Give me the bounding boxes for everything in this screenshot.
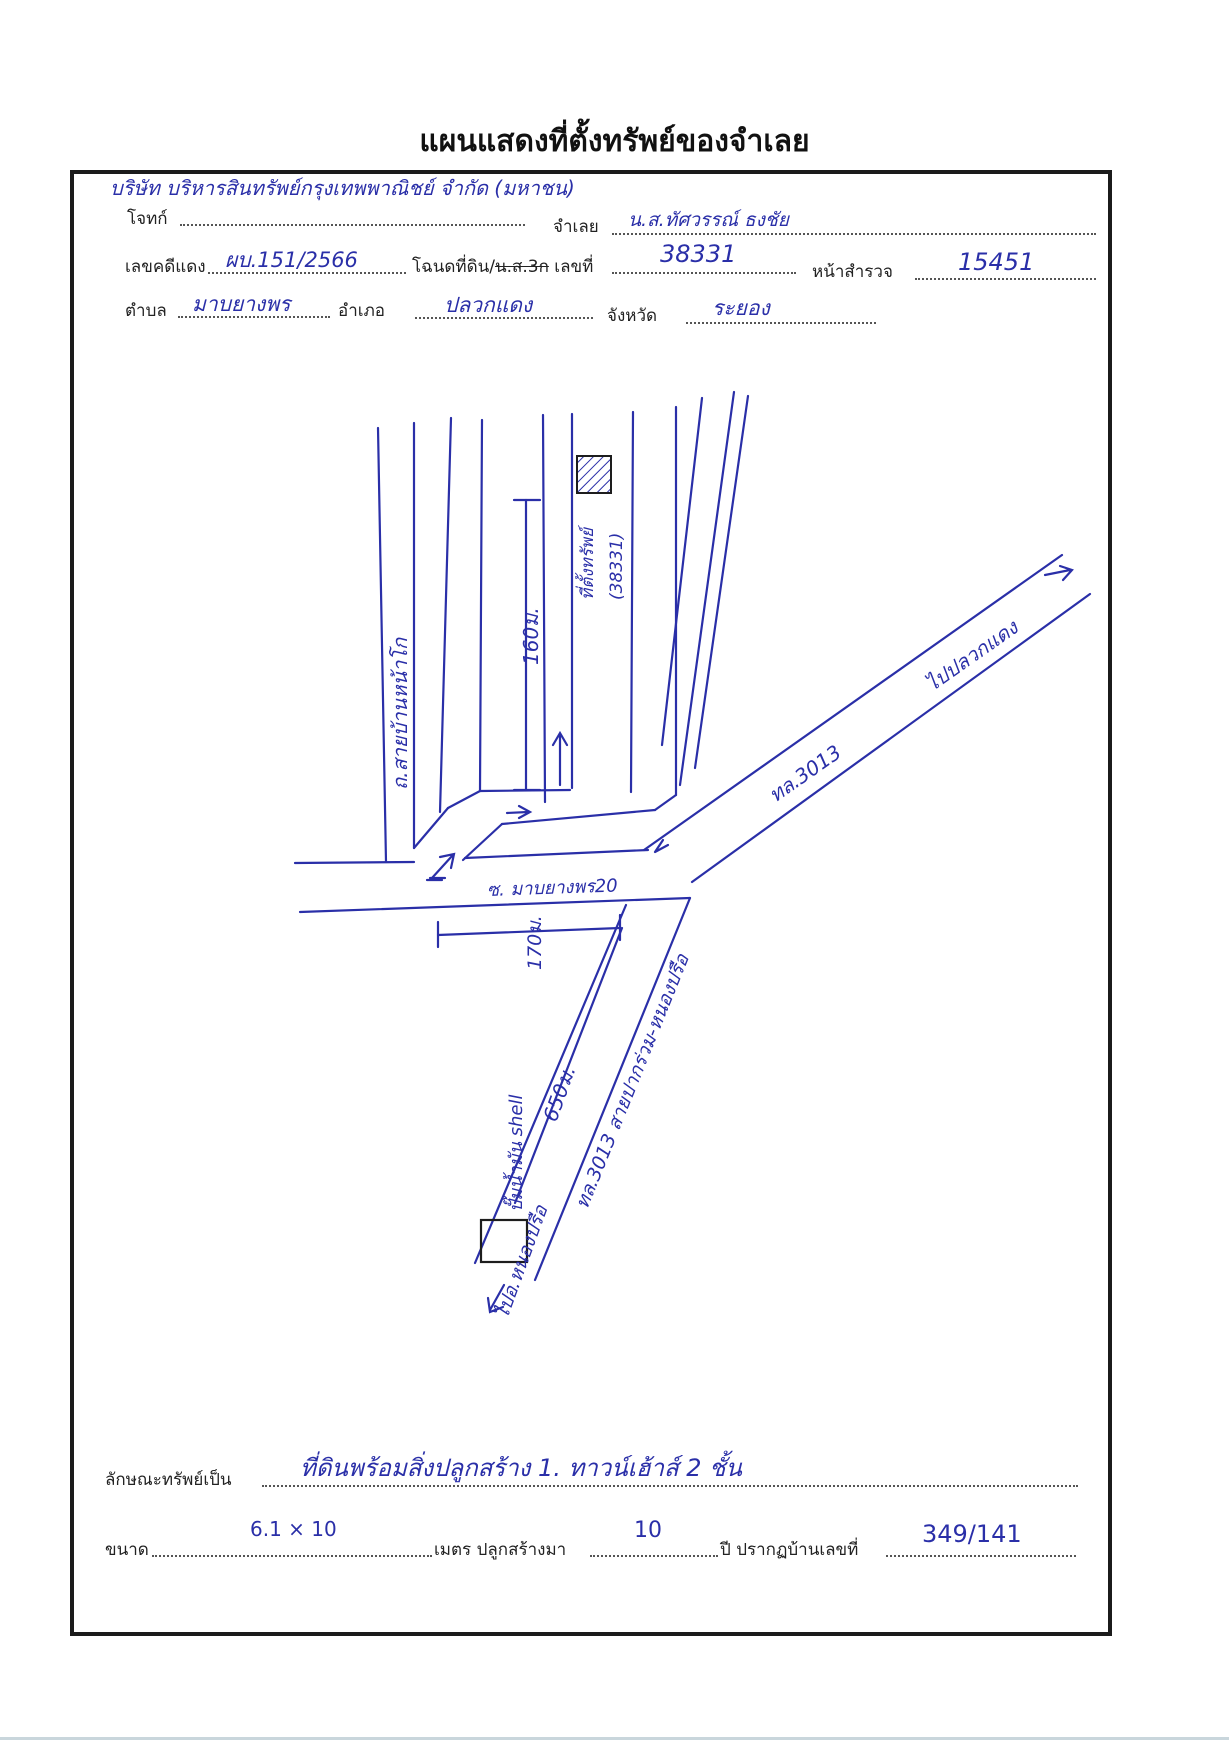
diag-line-3	[693, 394, 750, 770]
distance-diagonal-label: 650ม.	[538, 1062, 580, 1124]
survey-dots	[915, 278, 1096, 280]
arrow-left-3013	[653, 838, 670, 854]
arrow-right-inner	[505, 804, 533, 820]
property-note-2: (38331)	[607, 533, 627, 600]
survey-value: 15451	[958, 248, 1035, 276]
road-3013-lower-edge-1	[473, 903, 628, 1265]
deed-label: โฉนดที่ดิน/น.ส.3ก เลขที่	[412, 253, 593, 280]
inner-bend-1	[412, 806, 450, 850]
arrow-right-3013	[1043, 564, 1074, 582]
district-value: ปลวกแดง	[444, 293, 533, 317]
diag-line-1	[660, 396, 704, 747]
case-label: เลขคดีแดง	[125, 257, 206, 277]
property-marker	[576, 455, 612, 494]
plaintiff-label: โจทก์	[127, 209, 168, 229]
defendant-label: จำเลย	[553, 217, 599, 237]
survey-label: หน้าสำรวจ	[812, 262, 893, 282]
arrow-down-bottom	[486, 1283, 506, 1314]
district-dots	[415, 317, 593, 319]
house-number-value: 349/141	[922, 1520, 1022, 1548]
years-label: ปี ปรากฏบ้านเลขที่	[720, 1540, 859, 1560]
soi-top-edge-2	[463, 848, 650, 860]
deed-dots	[612, 272, 796, 274]
deed-value: 38331	[660, 240, 737, 268]
left-road-edge-1	[376, 426, 388, 864]
landmark-label: ปั๊มน้ำมัน shell	[502, 1095, 527, 1212]
lane-line-2	[478, 418, 484, 793]
case-value: ผบ.151/2566	[225, 248, 358, 272]
defendant-value: น.ส.ทัศวรรณ์ ธงชัย	[628, 209, 789, 231]
road-3013-lower-edge-2	[533, 896, 692, 1282]
property-type-label: ลักษณะทรัพย์เป็น	[105, 1470, 232, 1490]
road-3013-upper-edge-2	[690, 592, 1092, 884]
deed-label-struck: น.ส.3ก	[494, 257, 549, 277]
arrow-up-left	[430, 852, 456, 880]
distance-horizontal-label: 170ม.	[524, 915, 546, 970]
inner-bend-2	[446, 789, 482, 810]
road-3013-upper-label: ทล.3013	[764, 740, 846, 807]
shell-station-box	[479, 1218, 529, 1264]
lane-line-1	[438, 416, 453, 814]
diag-line-2	[678, 390, 736, 787]
road-left-vertical-label: ถ.สายบ้านหน้าโก	[388, 637, 412, 790]
form-frame	[70, 170, 1112, 1636]
property-note-1: ที่ตั้งทรัพย์	[574, 524, 598, 600]
subdistrict-dots	[178, 316, 330, 318]
deed-label-suffix: เลขที่	[548, 257, 594, 277]
property-type-value: ที่ดินพร้อมสิ่งปลูกสร้าง 1. ทาวน์เฮ้าส์ …	[300, 1454, 742, 1482]
lane-line-3	[541, 413, 547, 804]
dim-diagonal-line	[513, 926, 624, 1205]
soi-label: ซ. มาบยางพร20	[486, 875, 618, 901]
lane-line-5	[629, 410, 635, 794]
size-label: ขนาด	[105, 1540, 149, 1560]
distance-vertical-label: 160ม.	[519, 607, 543, 665]
soi-top-edge	[293, 860, 416, 865]
inner-bend-3	[461, 822, 504, 862]
province-label: จังหวัด	[607, 306, 658, 326]
defendant-dots	[612, 233, 1096, 235]
deed-label-prefix: โฉนดที่ดิน/	[412, 257, 495, 277]
province-dots	[686, 322, 876, 324]
document-title: แผนแสดงที่ตั้งทรัพย์ของจำเลย	[419, 124, 810, 159]
house-number-dots	[886, 1555, 1076, 1557]
inner-bend-6	[653, 793, 678, 812]
scan-edge	[0, 1737, 1229, 1740]
years-dots	[590, 1555, 718, 1557]
dim-horizontal-line	[436, 926, 622, 937]
road-3013-upper-edge-1	[642, 553, 1064, 852]
case-dots	[208, 272, 406, 274]
province-value: ระยอง	[712, 296, 770, 320]
property-type-dots	[262, 1485, 1078, 1487]
district-label: อำเภอ	[338, 301, 385, 321]
meter-built-label: เมตร ปลูกสร้างมา	[434, 1540, 567, 1560]
road-to-right-label: ไปปลวกแดง	[921, 615, 1023, 697]
inner-bend-4	[500, 808, 657, 826]
arrow-up	[551, 730, 569, 787]
size-dots	[152, 1555, 432, 1557]
subdistrict-label: ตำบล	[125, 301, 167, 321]
years-value: 10	[634, 1518, 662, 1543]
subdistrict-value: มาบยางพร	[192, 292, 291, 316]
soi-bottom-edge	[298, 896, 692, 914]
plaintiff-value: บริษัท บริหารสินทรัพย์กรุงเทพพาณิชย์ จำก…	[110, 176, 575, 200]
size-value: 6.1 × 10	[250, 1517, 337, 1541]
plaintiff-dots	[180, 224, 525, 226]
